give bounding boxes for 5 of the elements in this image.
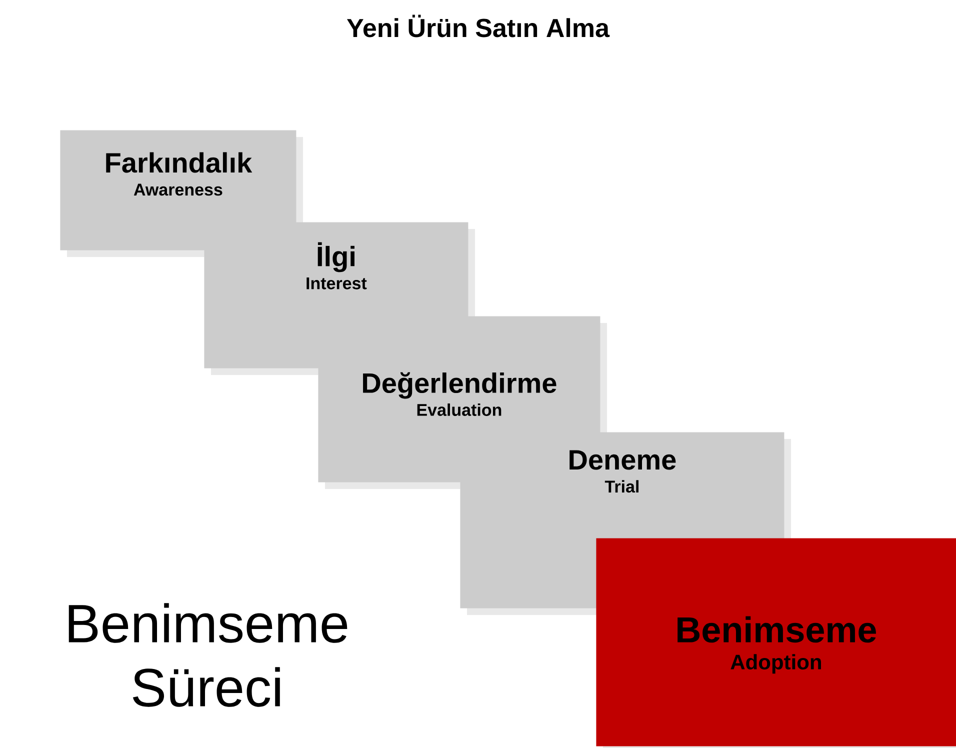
stage-box: Benimseme Adoption <box>596 538 956 748</box>
heading-text: Benimseme Süreci <box>68 603 348 707</box>
node-label: İlgi <box>318 242 354 272</box>
node-label: Interest <box>306 277 367 290</box>
title: Yeni Ürün Satın Alma <box>346 14 610 38</box>
